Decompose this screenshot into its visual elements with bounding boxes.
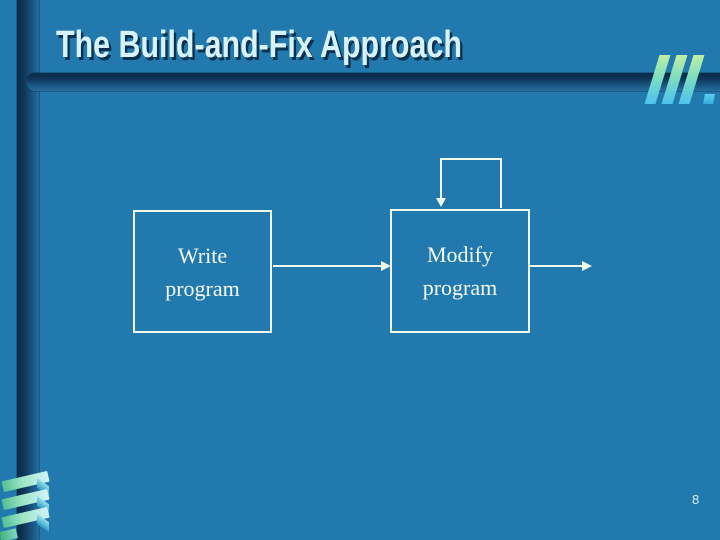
slide-title: The Build-and-Fix Approach	[56, 24, 462, 66]
box-label-line: program	[165, 275, 240, 301]
arrow-modify-self-loop	[436, 158, 502, 208]
ribbon-stripes-icon	[0, 466, 60, 540]
flowchart-box-write-program: Write program	[133, 210, 272, 333]
box-label-line: Modify	[427, 242, 493, 267]
page-number: 8	[692, 492, 700, 507]
arrow-modify-output	[530, 261, 592, 271]
left-accent-bar	[17, 0, 39, 540]
slash-dot-icon	[703, 94, 715, 104]
arrow-write-to-modify	[273, 261, 391, 271]
ribbon-band-icon	[0, 528, 18, 540]
flowchart-box-modify-program: Modify program	[390, 209, 530, 333]
box-label-line: program	[422, 275, 498, 300]
title-underline-bar	[26, 73, 720, 91]
box-label-line: Write	[177, 242, 228, 268]
diagonal-slashes-icon	[644, 55, 720, 105]
